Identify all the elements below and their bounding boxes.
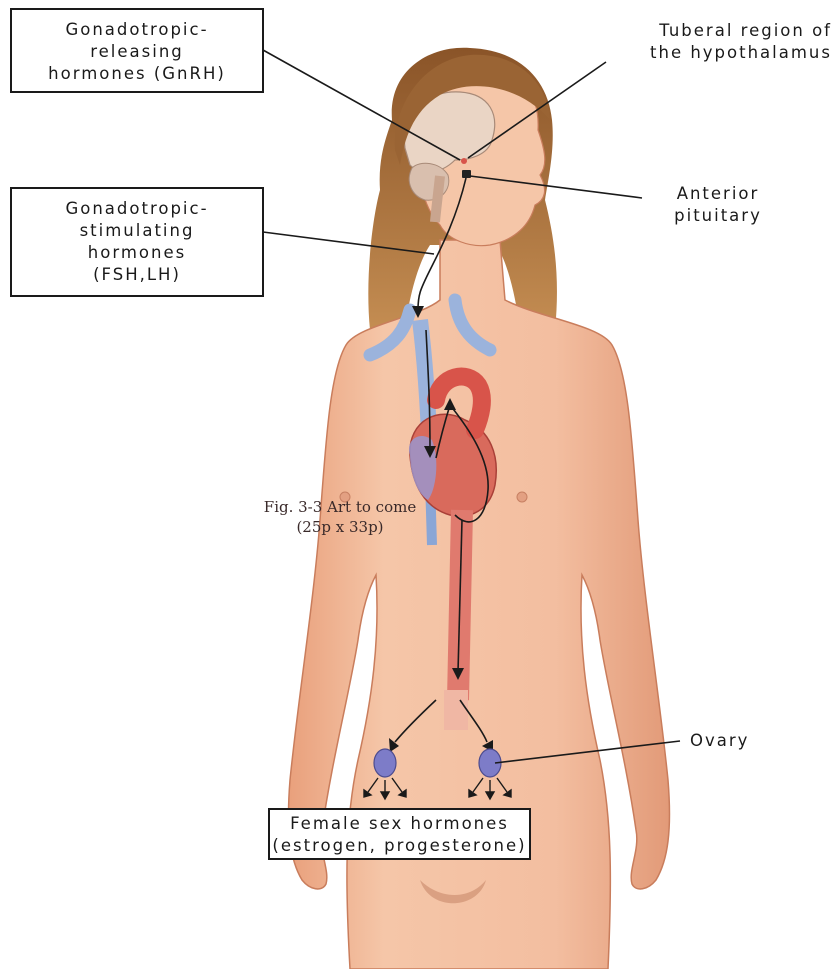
label-gnrh-line-3: hormones (GnRH) bbox=[12, 63, 262, 85]
label-stimulating-line-1: Gonadotropic- bbox=[12, 198, 262, 220]
label-stimulating: Gonadotropic- stimulating hormones (FSH,… bbox=[10, 187, 264, 297]
label-stimulating-line-3: hormones bbox=[12, 242, 262, 264]
left-ovary bbox=[374, 749, 396, 777]
label-ovary: Ovary bbox=[690, 730, 810, 752]
art-placeholder-line-2: (25p x 33p) bbox=[250, 517, 430, 537]
label-gnrh-line-1: Gonadotropic- bbox=[12, 19, 262, 41]
label-female-line-2: (estrogen, progesterone) bbox=[270, 835, 529, 857]
label-tuberal-line-2: the hypothalamus bbox=[610, 42, 832, 64]
label-gnrh: Gonadotropic- releasing hormones (GnRH) bbox=[10, 8, 264, 93]
label-tuberal: Tuberal region of the hypothalamus bbox=[610, 20, 832, 64]
art-placeholder-line-1: Fig. 3-3 Art to come bbox=[250, 497, 430, 517]
nipple-right bbox=[517, 492, 527, 502]
label-stimulating-line-2: stimulating bbox=[12, 220, 262, 242]
label-anterior-line-1: Anterior bbox=[648, 183, 788, 205]
label-anterior-line-2: pituitary bbox=[648, 205, 788, 227]
label-female-line-1: Female sex hormones bbox=[270, 813, 529, 835]
label-stimulating-line-4: (FSH,LH) bbox=[12, 264, 262, 286]
brainstem bbox=[435, 176, 440, 222]
label-anterior: Anterior pituitary bbox=[648, 183, 788, 227]
label-ovary-text: Ovary bbox=[690, 730, 810, 752]
hypothalamus-marker bbox=[461, 158, 467, 164]
label-tuberal-line-1: Tuberal region of bbox=[610, 20, 832, 42]
pituitary-marker bbox=[462, 170, 471, 178]
art-placeholder-note: Fig. 3-3 Art to come (25p x 33p) bbox=[250, 497, 430, 537]
label-female-hormones: Female sex hormones (estrogen, progester… bbox=[268, 808, 531, 860]
label-gnrh-line-2: releasing bbox=[12, 41, 262, 63]
